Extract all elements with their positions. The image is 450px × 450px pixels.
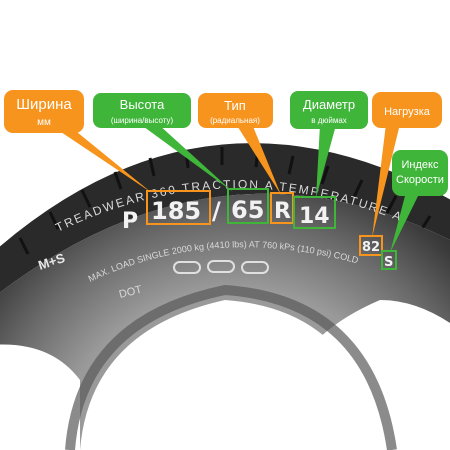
dot-code-ovals [173, 260, 269, 274]
callout-diameter-sub: в дюймах [311, 116, 347, 125]
tire-inner-rim [80, 300, 380, 450]
callout-width-sub: мм [37, 117, 51, 128]
callout-speed-title-2: Скорости [396, 174, 444, 186]
callout-diameter: Диаметр в дюймах [290, 91, 368, 198]
callout-height-sub: (ширина/высоту) [111, 116, 174, 125]
ratio-value: 65 [231, 196, 264, 224]
rim-value: 14 [299, 204, 330, 229]
construction-value: R [274, 199, 291, 224]
callout-width-title: Ширина [16, 96, 72, 113]
prefix-p: P [122, 209, 138, 234]
ratio-box [227, 188, 269, 224]
callout-speed: Индекс Скорости [390, 150, 448, 253]
callout-type-sub: (радиальная) [210, 116, 260, 125]
callout-height-title: Высота [120, 97, 165, 112]
width-box [146, 190, 211, 225]
width-value: 185 [151, 197, 201, 225]
callout-speed-title-1: Индекс [402, 159, 439, 171]
dot-marking: DOT [118, 284, 144, 301]
slash: / [212, 197, 221, 225]
speed-index-value: S [384, 255, 393, 270]
rim-box [293, 196, 336, 229]
callout-type: Тип (радиальная) [198, 93, 281, 195]
callout-type-title: Тип [224, 98, 246, 113]
callout-height: Высота (ширина/высоту) [93, 93, 233, 192]
load-index-value: 82 [362, 240, 380, 255]
tire-tread [0, 143, 450, 293]
load-index-box [359, 235, 383, 256]
callout-width: Ширина мм [4, 90, 152, 193]
tire-bead [65, 284, 397, 450]
callout-load-title: Нагрузка [384, 106, 431, 118]
callout-load: Нагрузка [372, 92, 442, 238]
speed-index-box [381, 250, 397, 270]
callout-diameter-title: Диаметр [303, 97, 355, 112]
